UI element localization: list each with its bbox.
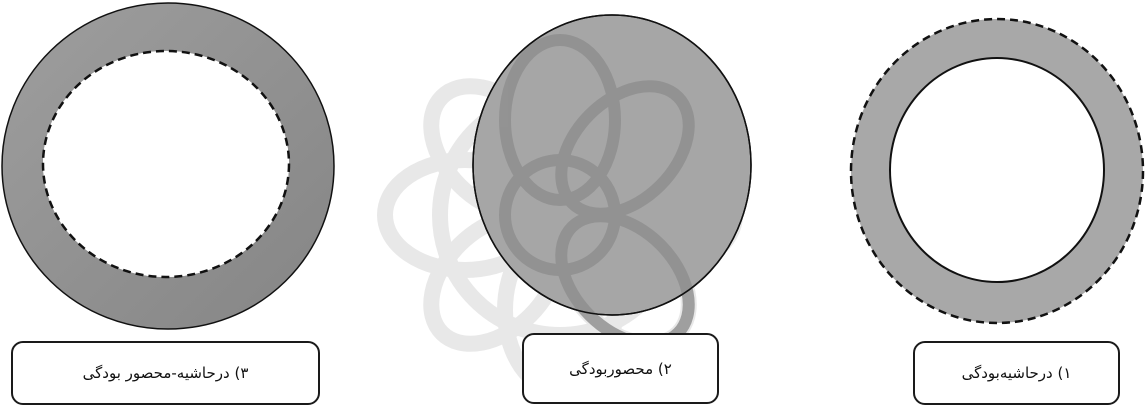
panel-1-inner-solid-border xyxy=(890,58,1104,282)
panel-1-label: ۱) درحاشیه‌بودگی xyxy=(913,341,1120,405)
panel-2-shape xyxy=(473,15,751,368)
panel-2-label: ۲) محصوربودگی xyxy=(522,333,719,404)
panel-3-shape xyxy=(2,3,334,329)
panel-3-inner-dashed-border xyxy=(43,51,289,277)
panel-3-label: ۳) درحاشیه-محصور بودگی xyxy=(11,341,320,405)
panel-1-shape xyxy=(851,19,1143,323)
